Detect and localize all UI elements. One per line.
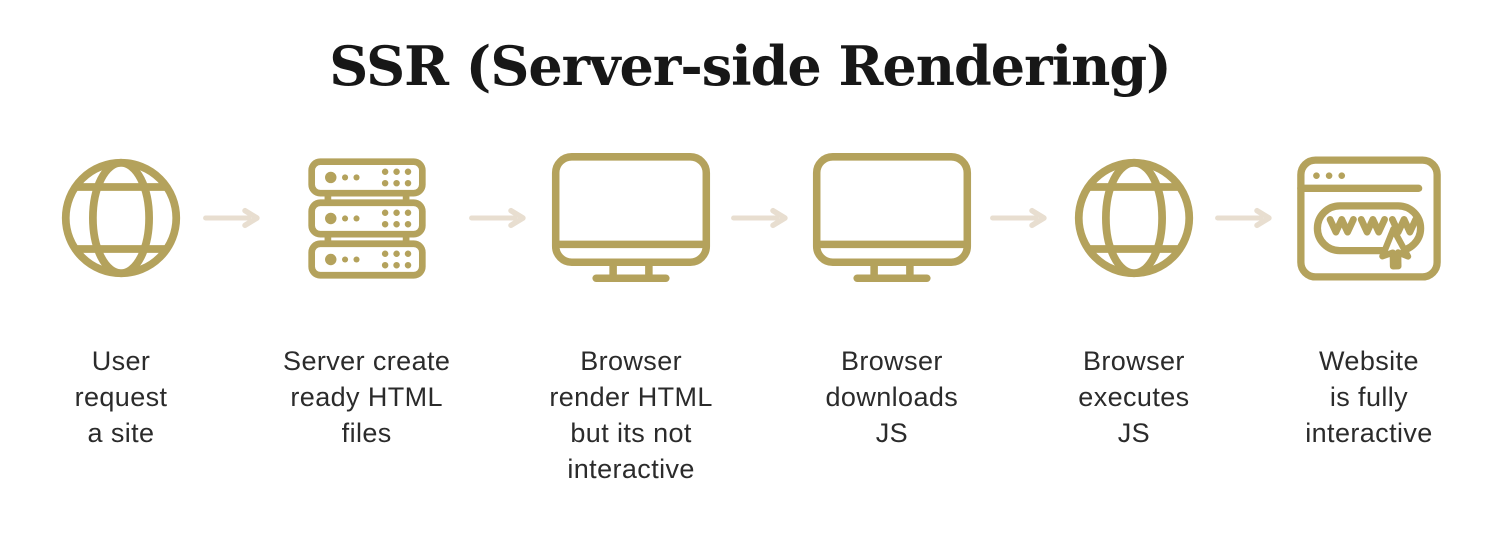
step-server-create: Server create ready HTML files [283,138,450,452]
arrow-right-icon [450,138,549,298]
step-label: Browser downloads JS [825,346,959,448]
step-label: Browser render HTML but its not interact… [549,346,713,484]
arrow-right-icon [972,138,1071,298]
step-label: User request a site [74,346,168,448]
monitor-icon [551,138,711,298]
globe-icon [58,138,184,298]
arrow-right-icon [184,138,283,298]
step-label: Website is fully interactive [1305,346,1433,448]
step-user-request: User request a site [58,138,184,452]
step-browser-downloads: Browser downloads JS [812,138,972,452]
step-label: Server create ready HTML files [283,346,451,448]
server-icon [305,138,429,298]
arrow-right-icon [1197,138,1296,298]
step-website-interactive: Website is fully interactive [1296,138,1442,452]
arrow-right-icon [713,138,812,298]
browser-www-icon [1296,138,1442,298]
ssr-diagram: SSR (Server-side Rendering) User request… [0,34,1500,550]
globe-icon [1071,138,1197,298]
step-label: Browser executes JS [1078,346,1190,448]
monitor-icon [812,138,972,298]
step-browser-render: Browser render HTML but its not interact… [549,138,712,488]
page-title: SSR (Server-side Rendering) [329,34,1171,98]
step-browser-executes: Browser executes JS [1071,138,1197,452]
flow-row: User request a site [0,138,1500,488]
